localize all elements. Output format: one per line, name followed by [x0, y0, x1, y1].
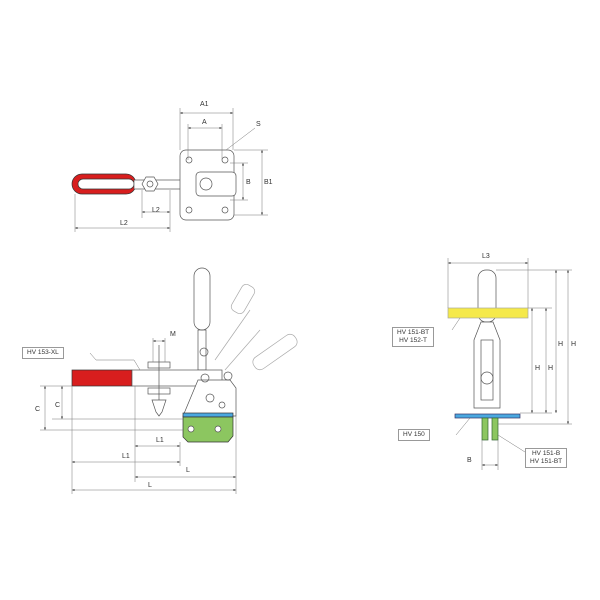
dim-b1: B1 [264, 179, 273, 186]
dim-l1-long: L1 [122, 453, 130, 460]
callout-line: HV 152-T [399, 337, 427, 345]
callout-line: HV 151-BT [397, 329, 430, 336]
dim-h4: H [571, 341, 577, 348]
callout-line: HV 151-BT [530, 458, 563, 466]
dim-l2-long: L2 [120, 220, 128, 227]
dim-c-inner: C [55, 402, 61, 409]
side-view [40, 267, 298, 494]
ghost-positions [214, 283, 298, 371]
callout-hv-150: HV 150 [398, 429, 430, 442]
dim-h2: H [548, 365, 554, 372]
blue-bar [454, 413, 521, 419]
dim-l3: L3 [482, 253, 490, 260]
dim-l2-short: L2 [152, 207, 160, 214]
dim-s: S [256, 121, 261, 128]
dim-l1-short: L1 [156, 437, 164, 444]
dim-b-front: B [467, 457, 472, 464]
spindle-arm-red [71, 369, 133, 387]
dim-b: B [246, 179, 251, 186]
dim-l-short: L [186, 467, 190, 474]
green-base [182, 416, 234, 443]
front-view [447, 258, 572, 470]
yellow-arm [447, 307, 529, 319]
dim-c-outer: C [35, 406, 41, 413]
handle-vertical [193, 267, 211, 331]
dim-a1: A1 [200, 101, 209, 108]
dim-h3: H [558, 341, 564, 348]
dim-h1: H [535, 365, 541, 372]
dim-m: M [170, 331, 176, 338]
top-view [71, 108, 268, 232]
callout-hv-153-xl: HV 153-XL [22, 347, 64, 360]
dim-a: A [202, 119, 207, 126]
callout-line: HV 151-B [531, 450, 561, 457]
blue-base-strip [182, 412, 234, 418]
dim-l-long: L [148, 482, 152, 489]
